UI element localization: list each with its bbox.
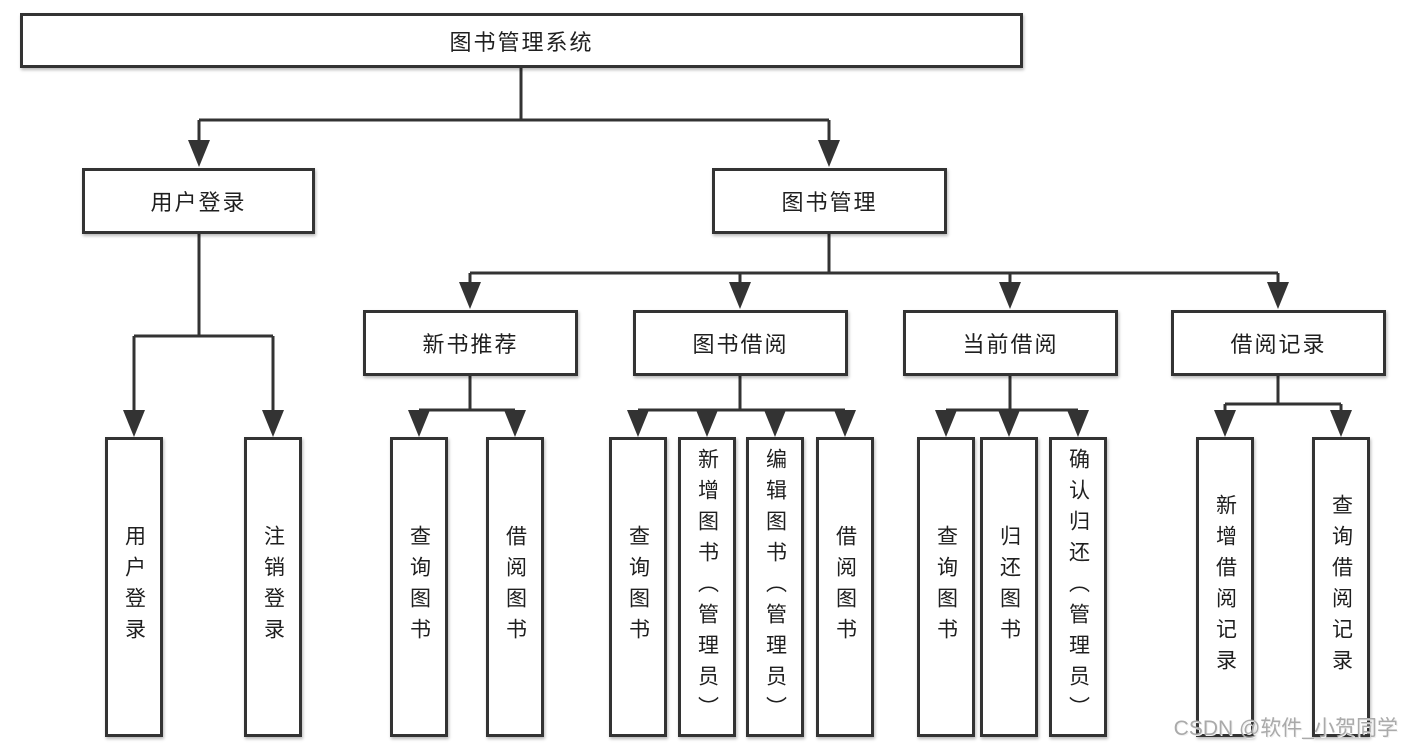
leaf-rec-borrow-book-label: 借阅图书: [503, 525, 527, 649]
node-user-login: 用户登录: [82, 168, 315, 234]
leaf-cb-query-book-label: 查询图书: [934, 525, 958, 649]
connector-segments: [132, 68, 1343, 415]
leaf-cb-confirm-return-label: 确认归还（管理员）: [1066, 447, 1090, 727]
node-new-book-rec-label: 新书推荐: [422, 332, 519, 357]
leaf-logout: 注销登录: [244, 437, 302, 737]
node-current-borrow-label: 当前借阅: [962, 332, 1059, 357]
leaf-br-add-record-label: 新增借阅记录: [1213, 494, 1237, 680]
leaf-bb-add-book: 新增图书（管理员）: [678, 437, 736, 737]
leaf-bb-edit-book: 编辑图书（管理员）: [746, 437, 804, 737]
node-borrow-record: 借阅记录: [1171, 310, 1386, 376]
leaf-cb-return-book: 归还图书: [980, 437, 1038, 737]
node-root-label: 图书管理系统: [449, 29, 594, 55]
csdn-watermark: CSDN @软件_小贺同学: [1173, 717, 1398, 740]
node-new-book-rec: 新书推荐: [363, 310, 578, 376]
node-book-borrow-label: 图书借阅: [692, 332, 789, 357]
node-user-login-label: 用户登录: [150, 190, 247, 215]
leaf-br-query-record: 查询借阅记录: [1312, 437, 1370, 737]
leaf-rec-borrow-book: 借阅图书: [486, 437, 544, 737]
leaf-bb-add-book-label: 新增图书（管理员）: [695, 447, 719, 727]
leaf-bb-borrow-book-label: 借阅图书: [833, 525, 857, 649]
node-book-borrow: 图书借阅: [633, 310, 848, 376]
leaf-br-add-record: 新增借阅记录: [1196, 437, 1254, 737]
leaf-bb-query-book: 查询图书: [609, 437, 667, 737]
node-book-mgmt-label: 图书管理: [781, 190, 878, 215]
leaf-user-login: 用户登录: [105, 437, 163, 737]
node-book-mgmt: 图书管理: [712, 168, 947, 234]
leaf-rec-query-book: 查询图书: [390, 437, 448, 737]
node-current-borrow: 当前借阅: [903, 310, 1118, 376]
arrowheads: [123, 140, 1352, 437]
leaf-rec-query-book-label: 查询图书: [407, 525, 431, 649]
node-borrow-record-label: 借阅记录: [1230, 332, 1327, 357]
leaf-logout-label: 注销登录: [261, 525, 285, 649]
leaf-cb-return-book-label: 归还图书: [997, 525, 1021, 649]
leaf-bb-borrow-book: 借阅图书: [816, 437, 874, 737]
node-root: 图书管理系统: [20, 13, 1023, 68]
leaf-bb-edit-book-label: 编辑图书（管理员）: [763, 447, 787, 727]
leaf-user-login-label: 用户登录: [122, 525, 146, 649]
leaf-bb-query-book-label: 查询图书: [626, 525, 650, 649]
leaf-br-query-record-label: 查询借阅记录: [1329, 494, 1353, 680]
leaf-cb-query-book: 查询图书: [917, 437, 975, 737]
leaf-cb-confirm-return: 确认归还（管理员）: [1049, 437, 1107, 737]
